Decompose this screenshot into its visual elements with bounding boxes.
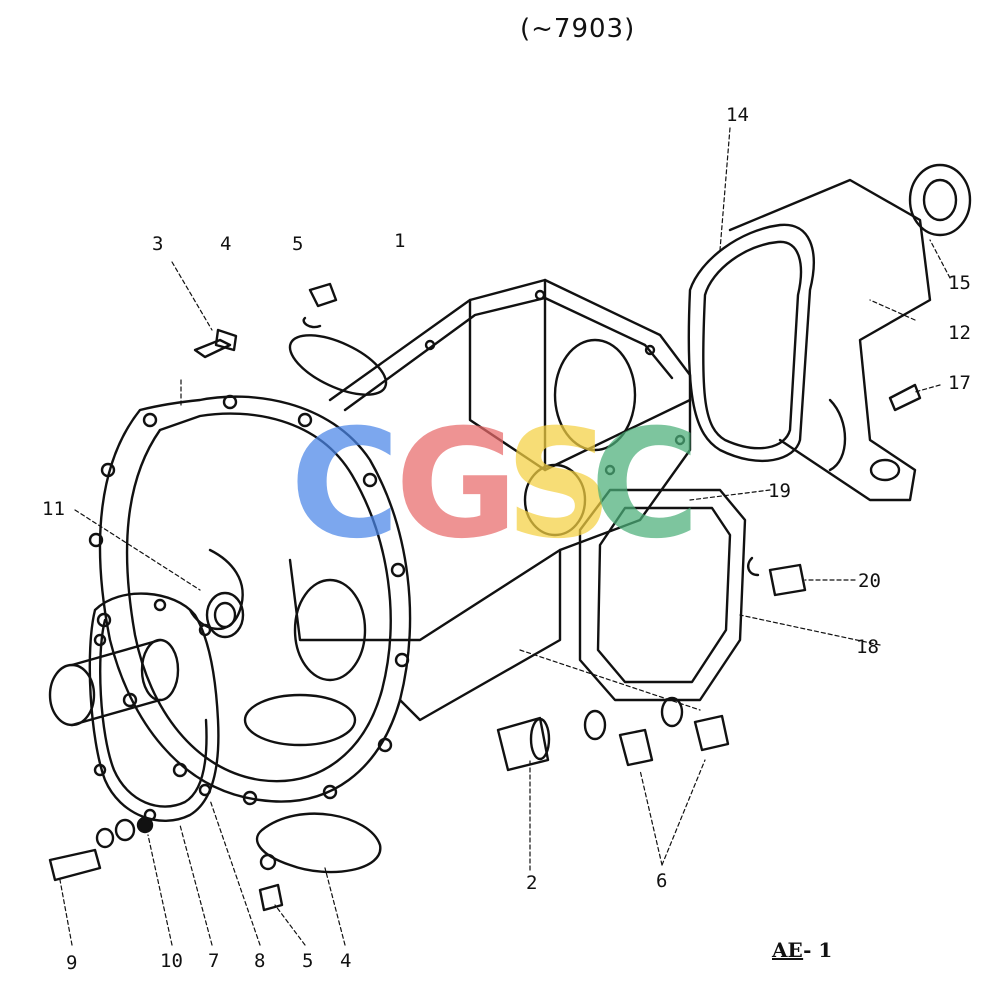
- front-cover: [48, 591, 245, 822]
- watermark-letter-c1: C: [290, 398, 401, 572]
- callout-12: 12: [948, 322, 971, 344]
- callout-5-bottom: 5: [302, 950, 314, 972]
- callout-14: 14: [726, 104, 749, 126]
- callout-20: 20: [858, 570, 881, 592]
- page-ref-sep: -: [803, 938, 812, 962]
- callout-5-top: 5: [292, 233, 304, 255]
- callout-15: 15: [948, 272, 971, 294]
- callout-1: 1: [394, 230, 406, 252]
- callout-17: 17: [948, 372, 971, 394]
- page-ref-number: 1: [818, 938, 833, 962]
- watermark-letter-s: S: [505, 398, 614, 572]
- rear-housing: [687, 163, 972, 502]
- top-cover-plate: [193, 282, 388, 396]
- bell-housing: [88, 394, 412, 806]
- callout-3: 3: [152, 233, 164, 255]
- leader-lines: [59, 127, 951, 946]
- callout-7: 7: [208, 950, 220, 972]
- watermark-letter-c2: C: [590, 398, 701, 572]
- watermark-letter-g: G: [395, 398, 519, 572]
- callout-4-bottom: 4: [340, 950, 352, 972]
- callout-11: 11: [42, 498, 65, 520]
- callout-2: 2: [526, 872, 538, 894]
- watermark-logo: C G S C: [290, 410, 710, 560]
- callout-6: 6: [656, 870, 668, 892]
- plugs-and-bearing: [48, 696, 730, 912]
- page-reference: AE- 1: [772, 938, 832, 962]
- page-ref-code: AE: [772, 938, 804, 962]
- page-title: (~7903): [520, 14, 636, 44]
- callout-8: 8: [254, 950, 266, 972]
- callout-10: 10: [160, 950, 183, 972]
- callout-9: 9: [66, 952, 78, 974]
- callout-4-top: 4: [220, 233, 232, 255]
- side-cover: [578, 488, 807, 702]
- callout-19: 19: [768, 480, 791, 502]
- transmission-case: [288, 278, 692, 722]
- callout-18: 18: [856, 636, 879, 658]
